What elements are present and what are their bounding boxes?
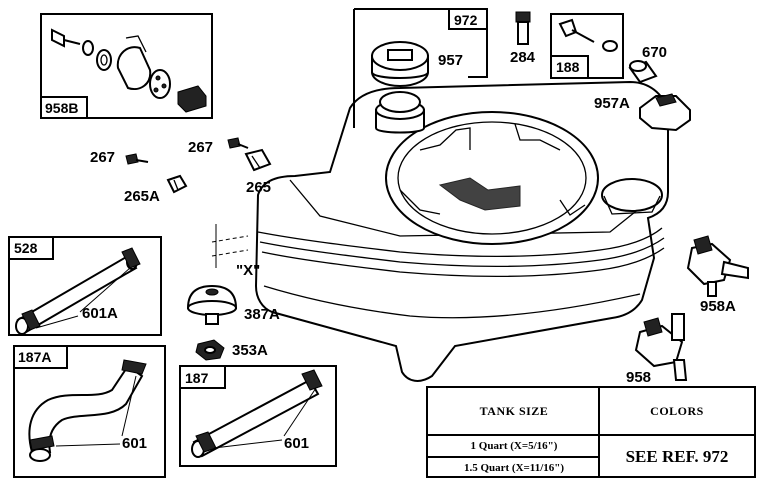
tank-size-column <box>428 388 600 476</box>
box-188-label: 188 <box>556 59 580 75</box>
bushing-670: 670 <box>628 44 667 84</box>
box-528-label: 528 <box>14 240 38 256</box>
box-958b: 958B <box>40 13 213 119</box>
clip-left-label: 265A <box>124 188 160 205</box>
clamp-187-label: 601 <box>284 435 309 452</box>
box-972: 972 957 <box>353 8 488 128</box>
colors-header: COLORS <box>650 403 704 418</box>
shutoff-cap-label: 957A <box>594 95 630 112</box>
filter-label: 387A <box>244 306 280 323</box>
clamp-528-label: 601A <box>82 305 118 322</box>
tank-size-header: TANK SIZE <box>479 403 549 418</box>
valve-958: 958 <box>626 313 688 386</box>
nut-label: 353A <box>232 342 268 359</box>
box-958b-label: 958B <box>45 100 78 116</box>
fitting-284: 284 <box>510 11 536 66</box>
box-187-label: 187 <box>185 370 209 386</box>
screw-267-mid: 267 <box>188 137 249 156</box>
valve-upper-label: 958A <box>700 298 736 315</box>
valve-958a: 958A <box>686 235 749 315</box>
clamp-187a-label: 601 <box>122 435 147 452</box>
dimension-x-mark: "X" <box>211 224 260 279</box>
box-187: 187 601 <box>179 365 337 467</box>
clip-265a: 265A <box>124 174 188 205</box>
table-row-1-5-quart: 1.5 Quart (X=11/16") <box>428 456 600 478</box>
valve-lower-label: 958 <box>626 369 651 386</box>
fitting-label: 284 <box>510 49 536 66</box>
x-mark-label: "X" <box>236 262 260 279</box>
filter-387a: 387A <box>186 284 280 325</box>
clip-265: 265 <box>244 148 272 196</box>
table-row-1-quart: 1 Quart (X=5/16") <box>428 434 600 456</box>
shutoff-cap-957a: 957A <box>594 93 691 132</box>
box-972-label: 972 <box>454 12 478 28</box>
box-187a: 187A 601 <box>13 345 166 478</box>
tank-size-table: TANK SIZE COLORS 1 Quart (X=5/16") 1.5 Q… <box>426 386 756 478</box>
cap-label: 957 <box>438 52 463 69</box>
box-188: 188 <box>550 13 624 79</box>
screw-left-label: 267 <box>90 149 115 166</box>
box-187a-label: 187A <box>18 349 51 365</box>
screw-267-left: 267 <box>90 149 149 166</box>
see-ref-972: SEE REF. 972 <box>600 434 754 478</box>
nut-353a: 353A <box>195 339 268 361</box>
clip-mid-label: 265 <box>246 179 271 196</box>
box-528: 528 601A <box>8 236 162 336</box>
fuel-tank <box>254 80 669 382</box>
screw-mid-label: 267 <box>188 139 213 156</box>
bushing-label: 670 <box>642 44 667 61</box>
